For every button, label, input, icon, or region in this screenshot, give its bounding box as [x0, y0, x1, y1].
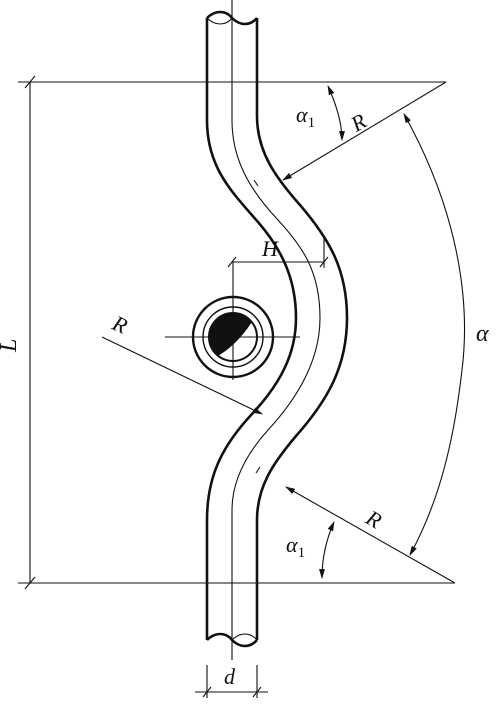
middle-radius-label: R	[108, 310, 132, 339]
bend-angle-marker: α	[403, 113, 489, 556]
bottom-angle-label: α1	[286, 532, 305, 561]
diameter-label: d	[224, 664, 236, 689]
top-radius-label: R	[345, 108, 370, 137]
pipe-left-wall	[205, 18, 298, 640]
bottom-radius-label: R	[361, 504, 386, 533]
top-angle-marker: α1	[296, 85, 345, 141]
bend-angle-label: α	[476, 321, 489, 347]
top-angle-label: α1	[296, 102, 315, 131]
offset-dimension: H	[227, 235, 329, 268]
length-label: L	[0, 339, 22, 353]
diameter-dimension: d	[195, 664, 268, 698]
bottom-angle-marker: α1	[286, 521, 335, 579]
length-dimension: L	[0, 75, 36, 590]
pipe-centerline	[231, 0, 321, 660]
obstacle-pipe-section	[165, 262, 300, 380]
top-radius-leader: R	[282, 81, 447, 181]
pipe-right-wall	[255, 18, 349, 640]
bottom-radius-leader: R	[285, 486, 456, 584]
offset-label: H	[261, 236, 279, 261]
